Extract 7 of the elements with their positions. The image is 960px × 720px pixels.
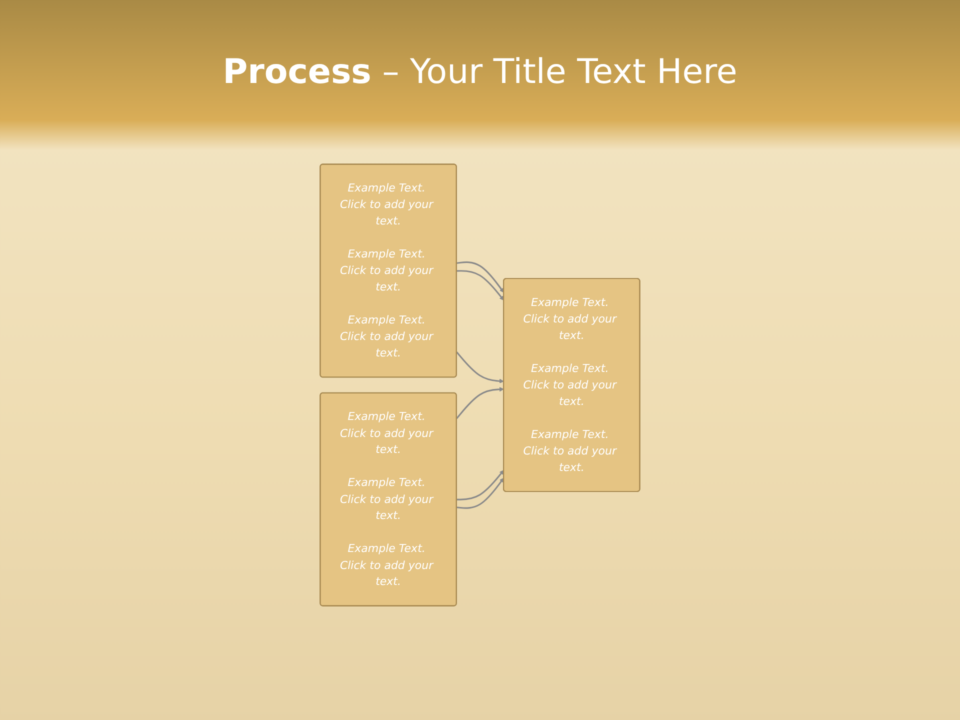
arrow: [456, 261, 504, 293]
arrow: [456, 387, 504, 420]
arrow: [456, 270, 504, 301]
arrow: [456, 470, 504, 500]
arrow: [456, 351, 504, 384]
slide-title: Process – Your Title Text Here: [222, 52, 738, 92]
arrow: [456, 478, 504, 509]
